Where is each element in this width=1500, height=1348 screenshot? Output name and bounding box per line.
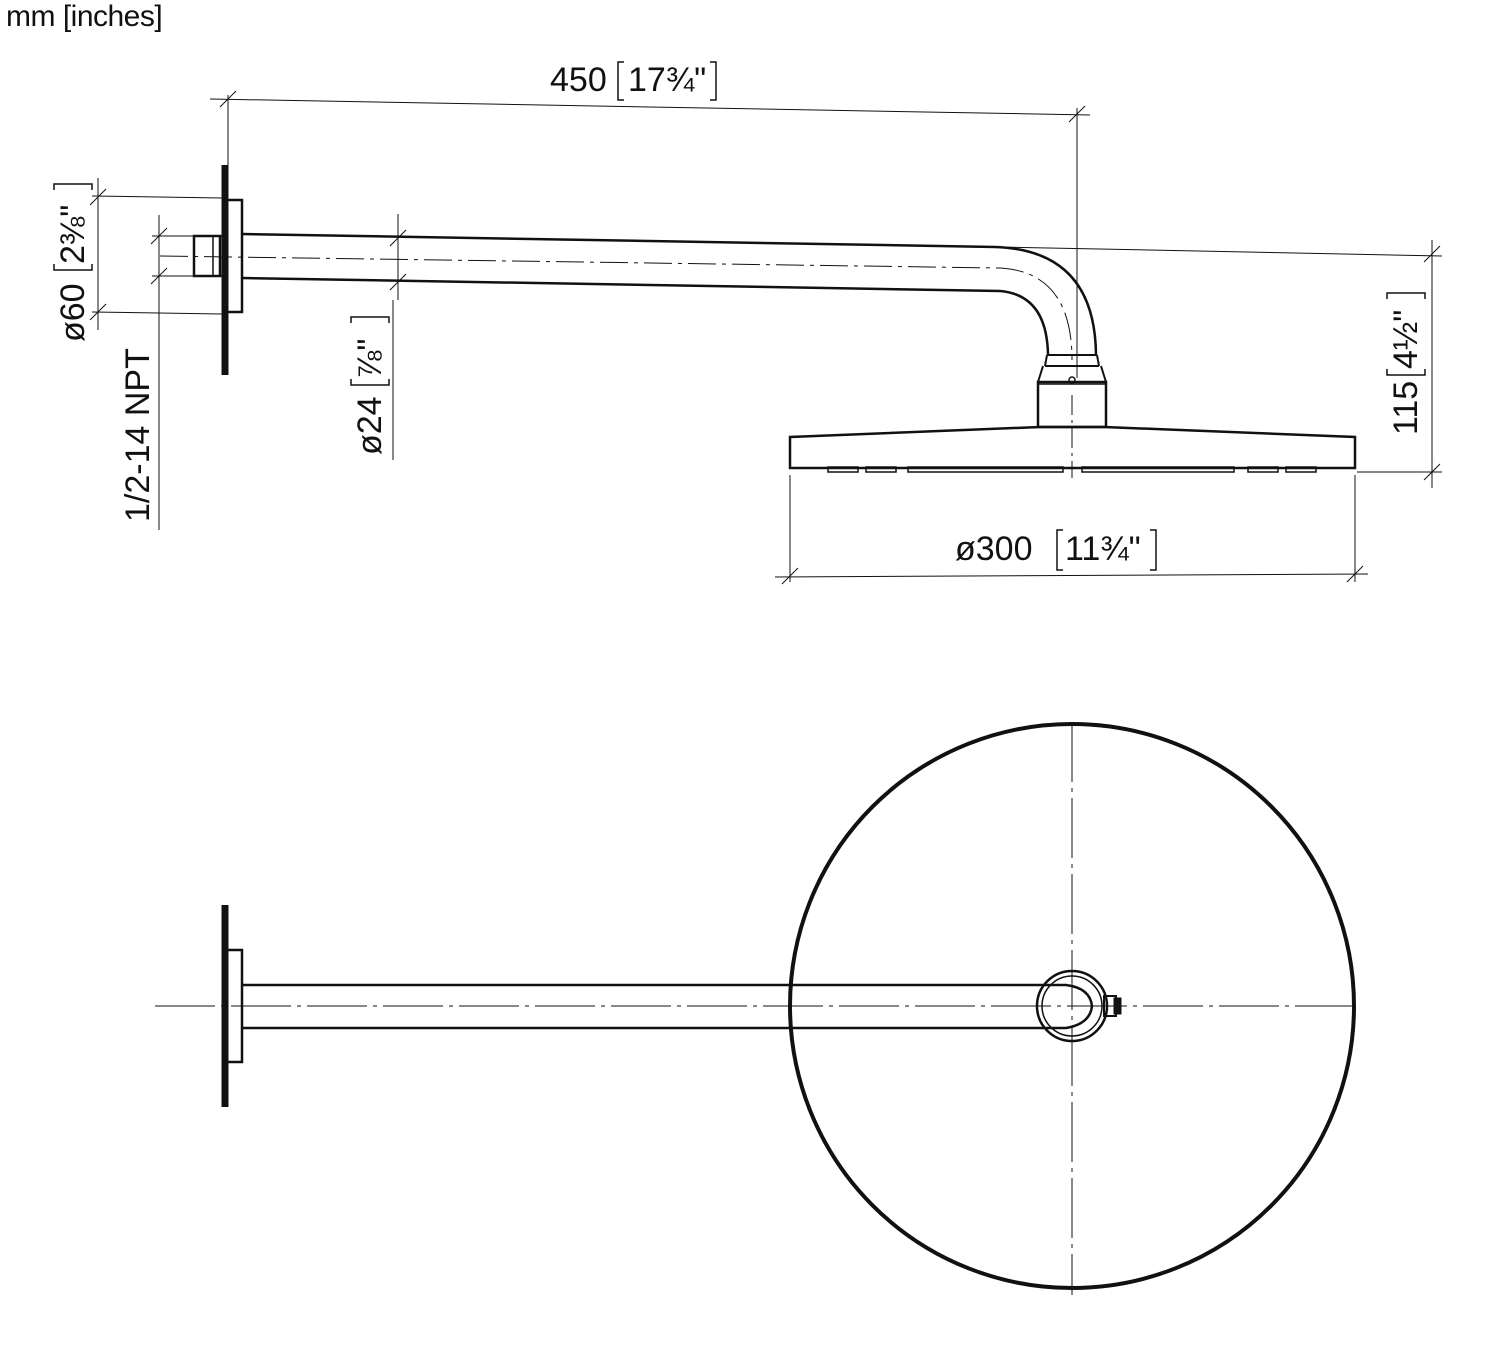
arm-length-inch: 17¾" bbox=[628, 61, 706, 99]
arm-pipe-top bbox=[241, 232, 1098, 356]
units-label: mm [inches] bbox=[6, 0, 163, 33]
flange-top bbox=[225, 948, 244, 1064]
pipe-dia-inch: ⅞" bbox=[351, 339, 389, 379]
thread-label: 1/2-14 NPT bbox=[119, 348, 157, 522]
flange-dia-inch: 2⅜" bbox=[54, 205, 92, 264]
head-dia-inch: 11¾" bbox=[1065, 530, 1141, 568]
dimension-height: 115 4½" bbox=[999, 240, 1443, 488]
side-view bbox=[159, 165, 1357, 478]
thread-connector bbox=[192, 234, 222, 278]
head-dia-mm: ø300 bbox=[955, 530, 1033, 568]
arm-pipe-bottom bbox=[241, 276, 1050, 356]
dimension-pipe-dia: ø24 ⅞" bbox=[350, 214, 407, 460]
arm-length-mm: 450 bbox=[550, 61, 607, 99]
dimension-flange-dia: ø60 2⅜" bbox=[53, 178, 223, 342]
dimension-thread: 1/2-14 NPT bbox=[119, 215, 194, 530]
dimension-head-dia: ø300 11¾" bbox=[774, 475, 1369, 585]
flange-side bbox=[225, 198, 244, 314]
shower-head-side bbox=[788, 425, 1357, 470]
pipe-dia-mm: ø24 bbox=[351, 396, 389, 455]
shower-head-top bbox=[788, 722, 1356, 1290]
top-view bbox=[155, 722, 1360, 1295]
arm-top bbox=[242, 983, 1094, 1030]
dimension-arm-length: 450 17¾" bbox=[209, 61, 1091, 378]
flange-dia-mm: ø60 bbox=[54, 283, 92, 342]
height-inch: 4½" bbox=[1387, 310, 1425, 369]
height-mm: 115 bbox=[1387, 381, 1425, 435]
